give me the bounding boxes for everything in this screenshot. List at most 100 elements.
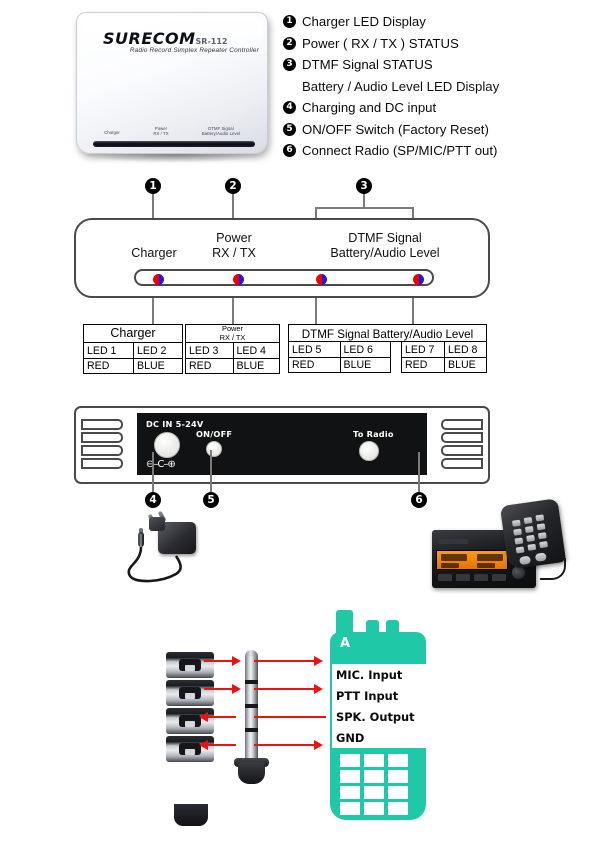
table-leader-2 xyxy=(232,298,234,324)
front-panel-outline: Charger Power RX / TX DTMF Signal Batter… xyxy=(74,218,490,298)
power-adapter-photo xyxy=(118,508,213,588)
table-leader-1 xyxy=(152,298,154,324)
heatsink-fin-right-4 xyxy=(441,458,483,469)
polarity-minus-icon: ⊖ xyxy=(146,459,154,470)
device-label-dtmf-line1: DTMF Signal xyxy=(208,126,234,131)
arrow-head-radio-2 xyxy=(314,684,323,694)
device-highlight xyxy=(83,16,263,62)
callout-6: 6 xyxy=(411,492,427,508)
callout-5: 5 xyxy=(203,492,219,508)
device-label-power-line2: RX / TX xyxy=(153,131,169,136)
pin-label-spk: SPK. Output xyxy=(336,710,415,724)
led-indicator-1 xyxy=(153,274,164,285)
led-table-dtmf-groups: LED 5 LED 6 RED BLUE LED 7 LED 8 RED BLU… xyxy=(288,342,487,374)
device-body: SURECOMSR-112 Radio Record Simplex Repea… xyxy=(76,12,268,154)
led-table-power-header: Power RX / TX xyxy=(186,324,279,343)
led-table-dtmf-g1-row-colors: RED BLUE xyxy=(289,357,390,372)
led-3-blue xyxy=(321,274,327,285)
device-label-charger: Charger xyxy=(91,130,133,135)
led-table-power-color-3: RED xyxy=(189,360,212,372)
legend-subtext-3: Battery / Audio Level LED Display xyxy=(302,78,500,94)
pin-label-gnd: GND xyxy=(336,731,365,745)
front-label-charger-text: Charger xyxy=(131,246,177,260)
leader-line-4 xyxy=(152,452,154,492)
arrow-head-radio-1 xyxy=(314,656,323,666)
legend-text-6: Connect Radio (SP/MIC/PTT out) xyxy=(302,143,498,158)
table-leader-4 xyxy=(412,298,414,324)
led-table-charger-header: Charger xyxy=(84,325,182,343)
legend-text-2: Power ( RX / TX ) STATUS xyxy=(302,35,459,51)
led-table-dtmf-g2-row-colors: RED BLUE xyxy=(402,357,486,372)
leader-bracket-3 xyxy=(315,207,414,209)
legend-item-1: 1 Charger LED Display xyxy=(283,12,595,31)
microphone-cord xyxy=(540,558,566,580)
to-radio-label: To Radio xyxy=(353,429,394,439)
led-table-dtmf-header: DTMF Signal Battery/Audio Level xyxy=(301,327,474,341)
led-indicator-2 xyxy=(233,274,244,285)
to-radio-jack[interactable] xyxy=(359,441,379,461)
front-led-bar xyxy=(134,269,434,286)
polarity-plus-icon: ⊕ xyxy=(167,459,175,470)
led-table-dtmf-g2-row-leds: LED 7 LED 8 xyxy=(402,342,486,357)
front-label-power-line1: Power xyxy=(216,231,252,245)
led-table-charger-led-2: LED 2 xyxy=(133,343,182,358)
dc-input-jack[interactable] xyxy=(154,432,180,458)
led-table-power-header-line1: Power xyxy=(222,324,243,333)
polarity-symbol: ⊖–C–⊕ xyxy=(146,459,176,470)
device-label-charger-line1: Charger xyxy=(104,130,120,135)
callout-1: 1 xyxy=(145,178,161,194)
handheld-radio: A MIC. Input PTT Input SPK. Output GND xyxy=(318,610,438,822)
led-table-charger-led-1: LED 1 xyxy=(87,344,117,357)
plug-shaft xyxy=(245,656,258,764)
front-panel-labels: Charger Power RX / TX DTMF Signal Batter… xyxy=(76,220,488,296)
arrow-connector-1 xyxy=(204,660,234,663)
pin-label-box: MIC. Input PTT Input SPK. Output GND xyxy=(332,664,428,748)
led-1-red xyxy=(153,274,159,285)
device-model: SR-112 xyxy=(195,37,228,46)
legend-number-6: 6 xyxy=(283,144,296,157)
heatsink-fin-right-3 xyxy=(441,445,483,456)
device-led-strip xyxy=(93,141,255,147)
led-table-dtmf-led-6: LED 6 xyxy=(339,342,391,357)
radio-marker-a: A xyxy=(340,636,351,651)
led-table-dtmf-color-7: RED xyxy=(405,359,428,371)
audio-plug xyxy=(234,650,269,784)
led-table-power: Power RX / TX LED 3 LED 4 RED BLUE xyxy=(185,324,280,374)
legend-list: 1 Charger LED Display 2 Power ( RX / TX … xyxy=(283,12,595,163)
arrow-head-connector-3 xyxy=(199,712,208,722)
mobile-radio-display xyxy=(436,550,508,570)
led-table-power-color-4: BLUE xyxy=(232,359,280,373)
arrow-head-radio-4 xyxy=(314,740,323,750)
led-table-dtmf-led-7: LED 7 xyxy=(405,343,435,356)
arrow-connector-3 xyxy=(206,716,236,719)
front-label-dtmf: DTMF Signal Battery/Audio Level xyxy=(295,231,475,261)
led-table-dtmf-color-6: BLUE xyxy=(339,358,391,372)
table-leader-3 xyxy=(315,298,317,324)
led-table-charger-row-leds: LED 1 LED 2 xyxy=(84,343,182,358)
legend-number-1: 1 xyxy=(283,15,296,28)
device-label-dtmf-line2: Battery/Audio Level xyxy=(201,131,241,136)
led-indicator-3 xyxy=(316,274,327,285)
led-table-dtmf-group-2: LED 7 LED 8 RED BLUE xyxy=(401,342,487,373)
device-tagline: Radio Record Simplex Repeater Controller xyxy=(129,47,259,54)
led-table-dtmf-color-8: BLUE xyxy=(444,358,486,372)
onoff-switch[interactable] xyxy=(206,441,222,457)
led-table-charger: Charger LED 1 LED 2 RED BLUE xyxy=(83,324,183,374)
led-table-dtmf-led-5: LED 5 xyxy=(292,343,322,356)
arrow-radio-3 xyxy=(254,716,326,719)
arrow-head-connector-4 xyxy=(199,740,208,750)
legend-item-6: 6 Connect Radio (SP/MIC/PTT out) xyxy=(283,141,595,160)
led-2-red xyxy=(233,274,239,285)
plug-ring-1 xyxy=(245,680,258,684)
led-table-power-header-line2: RX / TX xyxy=(219,332,246,342)
plug-ring-3 xyxy=(245,728,258,732)
mobile-radio-knob-2 xyxy=(512,566,525,579)
callout-4: 4 xyxy=(145,492,161,508)
legend-text-3: DTMF Signal STATUS xyxy=(302,57,433,72)
legend-number-5: 5 xyxy=(283,122,296,136)
callout-3: 3 xyxy=(356,178,372,194)
leader-line-6 xyxy=(418,452,420,492)
connector-base xyxy=(174,804,208,826)
arrow-connector-4 xyxy=(206,744,236,747)
heatsink-fin-right-1 xyxy=(441,419,483,430)
